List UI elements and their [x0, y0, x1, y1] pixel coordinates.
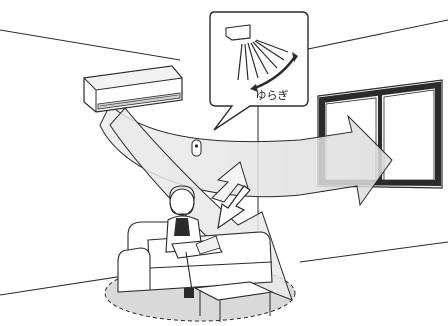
up-arrow-icon: [211, 161, 249, 203]
swing-label: ゆらぎ: [256, 88, 289, 102]
swing-callout: ゆらぎ: [209, 11, 309, 131]
mini-aircon-icon: [225, 24, 251, 41]
air-conditioner-icon: [82, 65, 183, 113]
swing-rays: [237, 39, 289, 81]
side-table-icon: [193, 281, 274, 322]
swing-arrow-icon: [250, 52, 298, 92]
remote-sensor-icon: [191, 139, 202, 157]
seated-person-icon: [165, 185, 223, 298]
down-arrow-icon: [217, 185, 251, 230]
